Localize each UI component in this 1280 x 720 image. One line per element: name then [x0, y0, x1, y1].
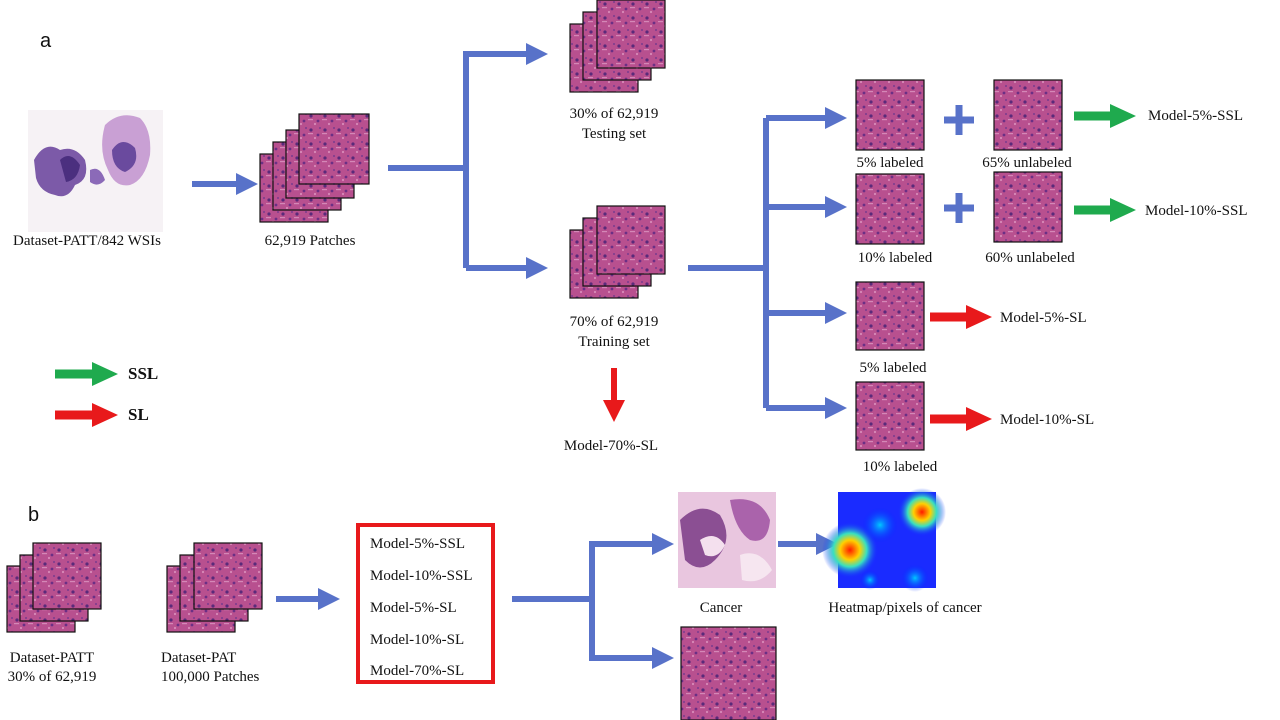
plus-icon — [944, 105, 974, 135]
branch4-model-label: Model-10%-SL — [1000, 412, 1095, 428]
model-list-box: Model-5%-SSL Model-10%-SSL Model-5%-SL M… — [356, 523, 495, 684]
testing-set-stack — [569, 0, 666, 93]
branch1-left-label: 5% labeled — [856, 155, 924, 171]
cancer-label: Cancer — [699, 600, 743, 616]
sl-arrow-model10 — [930, 407, 992, 431]
arrow-head-branch-2 — [825, 196, 847, 218]
ssl-arrow-model5 — [1074, 104, 1136, 128]
arrow-head-cancer — [652, 533, 674, 555]
flow-arrow-wsi-to-patches — [192, 173, 258, 195]
flow-arrow-datasets-to-models — [276, 588, 340, 610]
arrow-head-normal — [652, 647, 674, 669]
heatmap-label: Heatmap/pixels of cancer — [828, 600, 982, 616]
wsi-thumbnail — [28, 110, 163, 232]
training-label-line2: Training set — [578, 334, 650, 350]
testing-label-line1: 30% of 62,919 — [569, 106, 659, 122]
branch3-model-label: Model-5%-SL — [1000, 310, 1087, 326]
patches-label: 62,919 Patches — [264, 233, 356, 249]
heatmap-image — [822, 488, 946, 592]
arrow-head-training — [526, 257, 548, 279]
legend-ssl-label: SSL — [128, 364, 159, 383]
legend-sl-label: SL — [128, 405, 149, 424]
model-list-item: Model-10%-SL — [370, 632, 465, 648]
model-list-item: Model-5%-SL — [370, 600, 457, 616]
legend-sl-arrow — [55, 403, 118, 427]
sl-arrow-model5 — [930, 305, 992, 329]
branch3-left-label: 5% labeled — [859, 360, 927, 376]
arrow-head-branch-4 — [825, 397, 847, 419]
branch1-right-label: 65% unlabeled — [982, 155, 1072, 171]
patches-stack — [259, 113, 370, 223]
panel-label-a: a — [40, 30, 52, 52]
training-set-stack — [569, 205, 666, 299]
dataset-pat-label-line2: 100,000 Patches — [161, 669, 260, 685]
patch-10-labeled-ssl — [855, 173, 925, 245]
model-list-item: Model-70%-SL — [370, 663, 465, 679]
dataset-patt-label-line1: Dataset-PATT — [9, 650, 95, 666]
plus-icon — [944, 193, 974, 223]
patch-5-labeled-sl — [855, 281, 925, 351]
model-70-sl-label: Model-70%-SL — [563, 438, 659, 454]
flow-arrow-models-to-outputs — [512, 541, 656, 661]
legend-ssl-arrow — [55, 362, 118, 386]
branch2-left-label: 10% labeled — [857, 250, 933, 266]
arrow-head-testing — [526, 43, 548, 65]
panel-label-b: b — [28, 504, 40, 526]
patch-10-labeled-sl — [855, 381, 925, 451]
dataset-pat-label-line1: Dataset-PAT — [161, 650, 237, 666]
sl-arrow-training-to-model70 — [603, 368, 625, 422]
patch-65-unlabeled — [993, 79, 1063, 151]
dataset-patt-stack — [6, 542, 102, 633]
dataset-pat-stack — [166, 542, 263, 633]
dataset-patt-label-line2: 30% of 62,919 — [7, 669, 97, 685]
cancer-patch — [678, 492, 776, 588]
arrow-head-branch-1 — [825, 107, 847, 129]
model-list-item: Model-10%-SSL — [370, 568, 473, 584]
patch-5-labeled-ssl — [855, 79, 925, 151]
patch-60-unlabeled — [993, 171, 1063, 243]
branch2-right-label: 60% unlabeled — [985, 250, 1075, 266]
model-list-item: Model-5%-SSL — [370, 536, 465, 552]
testing-label-line2: Testing set — [581, 126, 647, 142]
ssl-arrow-model10 — [1074, 198, 1136, 222]
normal-patch — [680, 626, 777, 720]
training-label-line1: 70% of 62,919 — [569, 314, 659, 330]
flow-arrow-training-branches — [688, 115, 828, 411]
branch4-left-label: 10% labeled — [862, 459, 938, 475]
arrow-head-branch-3 — [825, 302, 847, 324]
flow-arrow-split-test-train — [388, 51, 530, 271]
branch1-model-label: Model-5%-SSL — [1148, 108, 1243, 124]
wsi-label: Dataset-PATT/842 WSIs — [13, 233, 161, 249]
branch2-model-label: Model-10%-SSL — [1145, 203, 1248, 219]
